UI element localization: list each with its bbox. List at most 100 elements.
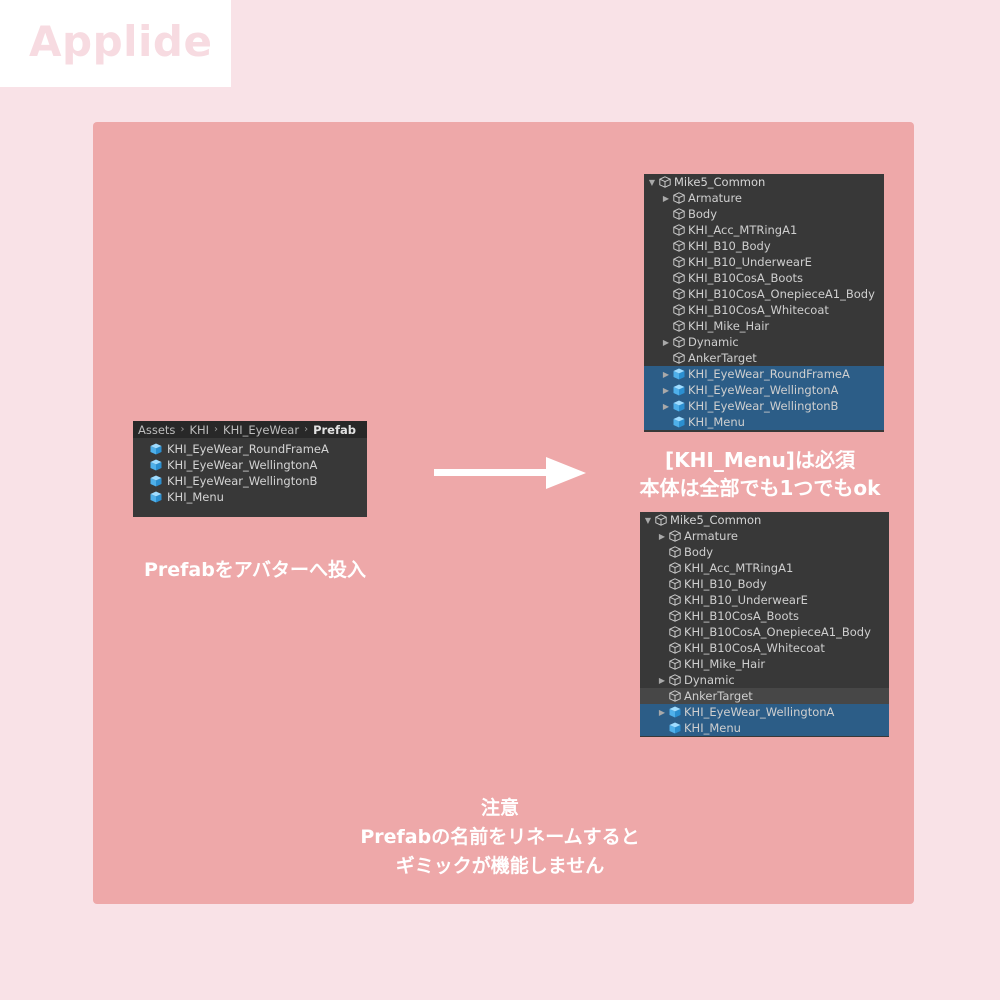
gameobject-cube-icon <box>673 288 685 300</box>
breadcrumb-khi[interactable]: KHI <box>189 422 210 437</box>
hierarchy-item[interactable]: Body <box>640 544 889 560</box>
gameobject-cube-icon <box>669 594 681 606</box>
hierarchy-item[interactable]: KHI_Menu <box>644 414 884 430</box>
hierarchy-item[interactable]: KHI_B10_UnderwearE <box>644 254 884 270</box>
warning-line-1: Prefabの名前をリネームすると <box>360 826 640 848</box>
prefab-list-item[interactable]: KHI_EyeWear_RoundFrameA <box>133 441 367 457</box>
hierarchy-item[interactable]: KHI_B10CosA_Whitecoat <box>640 640 889 656</box>
prefab-cube-icon <box>669 706 681 718</box>
hierarchy-item-label: Body <box>684 545 714 559</box>
hierarchy-item-label: Armature <box>688 191 742 205</box>
triangle-down-icon[interactable]: ▼ <box>648 177 656 187</box>
gameobject-cube-icon <box>673 240 685 252</box>
hierarchy-item[interactable]: KHI_Acc_MTRingA1 <box>640 560 889 576</box>
requirement-text: [KHI_Menu]は必須 本体は全部でも1つでもok <box>600 446 920 502</box>
hierarchy-item-label: KHI_B10CosA_OnepieceA1_Body <box>688 287 875 301</box>
triangle-right-icon[interactable]: ▶ <box>658 675 666 685</box>
arrow-right-icon <box>434 457 586 489</box>
prefab-list-item[interactable]: KHI_EyeWear_WellingtonB <box>133 473 367 489</box>
breadcrumb: Assets › KHI › KHI_EyeWear › Prefab <box>133 421 367 438</box>
hierarchy-root[interactable]: ▼ Mike5_Common <box>640 512 889 528</box>
logo-box: Applide <box>0 0 231 87</box>
breadcrumb-assets[interactable]: Assets <box>138 422 176 437</box>
hierarchy-item[interactable]: KHI_B10CosA_OnepieceA1_Body <box>644 286 884 302</box>
prefab-name: KHI_Menu <box>167 490 224 504</box>
prefab-cube-icon <box>150 475 162 487</box>
prefab-list-item[interactable]: KHI_EyeWear_WellingtonA <box>133 457 367 473</box>
prefab-name: KHI_EyeWear_RoundFrameA <box>167 442 329 456</box>
hierarchy-item[interactable]: KHI_Mike_Hair <box>644 318 884 334</box>
gameobject-cube-icon <box>669 674 681 686</box>
triangle-right-icon[interactable]: ▶ <box>662 337 670 347</box>
hierarchy-item-label: KHI_B10CosA_Boots <box>684 609 799 623</box>
hierarchy-item-label: KHI_B10_UnderwearE <box>684 593 808 607</box>
warning-text: 注意 Prefabの名前をリネームすると ギミックが機能しません <box>250 794 750 881</box>
gameobject-cube-icon <box>669 578 681 590</box>
hierarchy-item[interactable]: ▶Dynamic <box>644 334 884 350</box>
prefab-list-item[interactable]: KHI_Menu <box>133 489 367 505</box>
hierarchy-item[interactable]: ▶ Armature <box>640 528 889 544</box>
hierarchy-item-label: KHI_EyeWear_WellingtonA <box>688 383 839 397</box>
hierarchy-item-label: KHI_Acc_MTRingA1 <box>688 223 798 237</box>
hierarchy-item-label: KHI_EyeWear_WellingtonB <box>688 399 839 413</box>
gameobject-cube-icon <box>659 176 671 188</box>
chevron-right-icon: › <box>214 424 219 435</box>
triangle-right-icon[interactable]: ▶ <box>662 401 670 411</box>
hierarchy-item[interactable]: KHI_B10CosA_Boots <box>644 270 884 286</box>
gameobject-cube-icon <box>669 562 681 574</box>
hierarchy-item-label: KHI_B10_UnderwearE <box>688 255 812 269</box>
hierarchy-item[interactable]: Body <box>644 206 884 222</box>
hierarchy-item[interactable]: ▶ KHI_EyeWear_WellingtonB <box>644 398 884 414</box>
hierarchy-item[interactable]: ▶Dynamic <box>640 672 889 688</box>
triangle-right-icon[interactable]: ▶ <box>662 369 670 379</box>
hierarchy-item[interactable]: KHI_Acc_MTRingA1 <box>644 222 884 238</box>
hierarchy-item[interactable]: ▶ Armature <box>644 190 884 206</box>
triangle-right-icon[interactable]: ▶ <box>662 385 670 395</box>
triangle-right-icon[interactable]: ▶ <box>662 193 670 203</box>
breadcrumb-khi-eyewear[interactable]: KHI_EyeWear <box>223 422 300 437</box>
prefab-cube-icon <box>669 722 681 734</box>
hierarchy-item[interactable]: ▶KHI_EyeWear_RoundFrameA <box>644 366 884 382</box>
breadcrumb-prefab[interactable]: Prefab <box>313 422 356 437</box>
hierarchy-item[interactable]: KHI_B10_Body <box>640 576 889 592</box>
hierarchy-item-label: KHI_EyeWear_WellingtonA <box>684 705 835 719</box>
gameobject-cube-icon <box>673 224 685 236</box>
triangle-down-icon[interactable]: ▼ <box>644 515 652 525</box>
requirement-line-1: [KHI_Menu]は必須 <box>665 448 855 472</box>
prefab-cube-icon <box>673 416 685 428</box>
hierarchy-item[interactable]: KHI_B10_UnderwearE <box>640 592 889 608</box>
hierarchy-item-label: AnkerTarget <box>688 351 757 365</box>
hierarchy-item-label: Body <box>688 207 718 221</box>
triangle-right-icon[interactable]: ▶ <box>658 531 666 541</box>
hierarchy-item[interactable]: KHI_Menu <box>640 720 889 736</box>
hierarchy-item[interactable]: ▶ KHI_EyeWear_WellingtonA <box>644 382 884 398</box>
hierarchy-item[interactable]: AnkerTarget <box>644 350 884 366</box>
hierarchy-root-label: Mike5_Common <box>674 175 766 189</box>
gameobject-cube-icon <box>669 626 681 638</box>
gameobject-cube-icon <box>673 352 685 364</box>
hierarchy-item[interactable]: KHI_B10_Body <box>644 238 884 254</box>
hierarchy-item[interactable]: AnkerTarget <box>640 688 889 704</box>
hierarchy-root[interactable]: ▼ Mike5_Common <box>644 174 884 190</box>
warning-title: 注意 <box>480 797 519 819</box>
triangle-right-icon[interactable]: ▶ <box>658 707 666 717</box>
gameobject-cube-icon <box>673 208 685 220</box>
hierarchy-item[interactable]: KHI_Mike_Hair <box>640 656 889 672</box>
gameobject-cube-icon <box>673 256 685 268</box>
hierarchy-item[interactable]: KHI_B10CosA_OnepieceA1_Body <box>640 624 889 640</box>
chevron-right-icon: › <box>180 424 185 435</box>
hierarchy-root-label: Mike5_Common <box>670 513 762 527</box>
hierarchy-item-label: KHI_Mike_Hair <box>684 657 766 671</box>
hierarchy-item[interactable]: KHI_B10CosA_Whitecoat <box>644 302 884 318</box>
logo-text: Applide <box>29 17 213 66</box>
project-panel: Assets › KHI › KHI_EyeWear › Prefab KHI_… <box>133 421 367 517</box>
hierarchy-item[interactable]: ▶ KHI_EyeWear_WellingtonA <box>640 704 889 720</box>
hierarchy-item[interactable]: KHI_B10CosA_Boots <box>640 608 889 624</box>
hierarchy-item-label: Armature <box>684 529 738 543</box>
chevron-right-icon: › <box>304 424 309 435</box>
hierarchy-item-label: KHI_B10CosA_Boots <box>688 271 803 285</box>
prefab-name: KHI_EyeWear_WellingtonB <box>167 474 318 488</box>
